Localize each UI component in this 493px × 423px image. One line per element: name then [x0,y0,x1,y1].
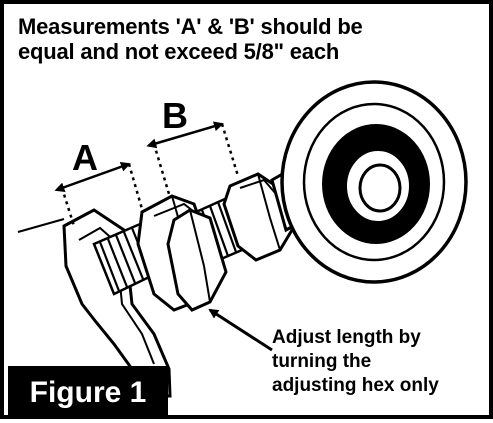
callout-arrow [208,308,273,352]
background-arm-line [17,218,65,233]
measurement-b-guides [152,123,240,195]
callout-line-1: Adjust length by [272,327,421,348]
adjuster-illustration: A B [17,80,468,398]
rod-end-eye [280,80,468,284]
label-b: B [162,95,188,136]
instruction-line-1: Measurements 'A' & 'B' should be [18,14,363,39]
measurement-a-guides [60,163,144,227]
adjusting-hex [166,208,228,312]
callout-line-2: turning the [272,351,372,372]
adjust-callout: Adjust length by turning the adjusting h… [272,326,492,398]
figure-label: Figure 1 [8,366,168,419]
label-a: A [72,137,98,178]
measurement-a-arrow [54,161,131,193]
callout-line-3: adjusting hex only [272,375,439,396]
instruction-heading: Measurements 'A' & 'B' should be equal a… [18,14,488,64]
measurement-b-arrow [146,121,224,149]
instruction-line-2: equal and not exceed 5/8" each [18,39,340,64]
